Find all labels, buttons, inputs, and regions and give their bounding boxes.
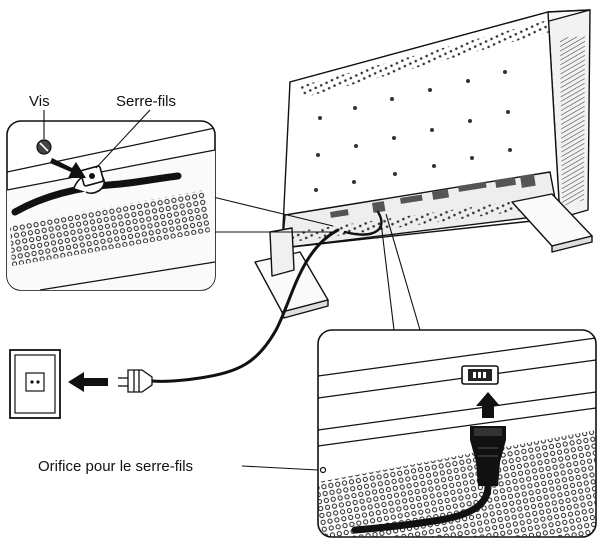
power-plug-icon xyxy=(118,369,153,393)
arrow-icon xyxy=(50,158,86,178)
label-tie-hole: Orifice pour le serre-fils xyxy=(38,458,194,475)
tie-hole-marker xyxy=(319,466,327,474)
label-screw: Vis xyxy=(29,93,50,110)
arrow-icon xyxy=(68,372,108,392)
cable-tie-detail xyxy=(6,109,216,291)
monitor-rear xyxy=(254,9,593,319)
wall-outlet-icon xyxy=(9,349,61,419)
label-cable-tie: Serre-fils xyxy=(116,93,177,110)
screw-icon xyxy=(36,139,52,155)
tie-hole-leader xyxy=(241,465,319,471)
leader-lines xyxy=(212,196,421,331)
ac-inlet-detail xyxy=(317,329,597,538)
